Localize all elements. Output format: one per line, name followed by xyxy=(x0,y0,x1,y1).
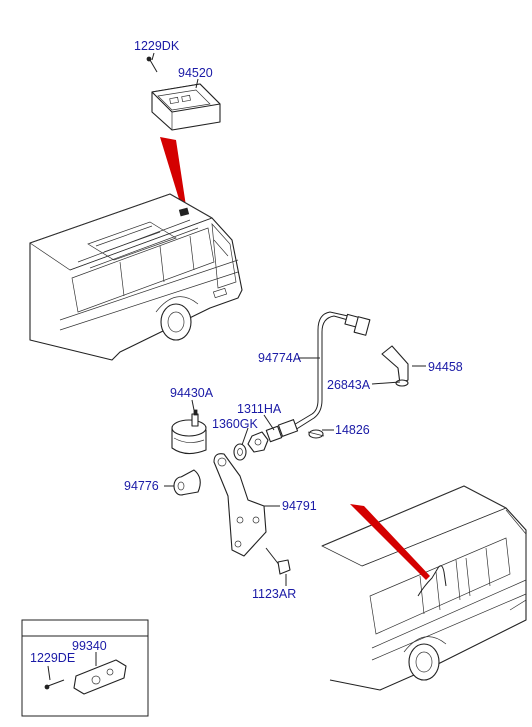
label-94430A: 94430A xyxy=(170,386,214,400)
leader-lines xyxy=(47,52,426,681)
cable-94774A xyxy=(291,311,349,427)
indicator-arrow-side xyxy=(350,504,430,580)
label-99340: 99340 xyxy=(72,639,107,653)
label-1123AR: 1123AR xyxy=(252,587,296,601)
part-94458-elbow xyxy=(381,345,409,387)
label-1229DE: 1229DE xyxy=(30,651,75,665)
connector-94774A-end xyxy=(344,313,371,336)
part-94520-unit xyxy=(151,83,221,131)
bus-illustration-bottom xyxy=(321,485,527,691)
washer-1360GK xyxy=(233,443,247,461)
clip-14826 xyxy=(307,429,325,439)
indicator-arrow-roof xyxy=(160,137,186,209)
part-94430A xyxy=(171,409,207,455)
label-14826: 14826 xyxy=(335,423,370,437)
label-26843A: 26843A xyxy=(327,378,371,392)
screw-1229DK xyxy=(146,56,158,73)
label-1229DK: 1229DK xyxy=(134,39,180,53)
part-94776 xyxy=(173,469,201,496)
label-94520: 94520 xyxy=(178,66,213,80)
label-94458: 94458 xyxy=(428,360,463,374)
inset-box-99340 xyxy=(21,619,149,717)
bus-illustration-top xyxy=(29,193,243,361)
bracket-94791 xyxy=(213,453,267,557)
label-94776: 94776 xyxy=(124,479,159,493)
sensor-body xyxy=(247,419,299,453)
label-94791: 94791 xyxy=(282,499,317,513)
label-1360GK: 1360GK xyxy=(212,417,259,431)
bolt-1123AR xyxy=(265,547,291,575)
label-94774A: 94774A xyxy=(258,351,302,365)
label-1311HA: 1311HA xyxy=(237,402,282,416)
